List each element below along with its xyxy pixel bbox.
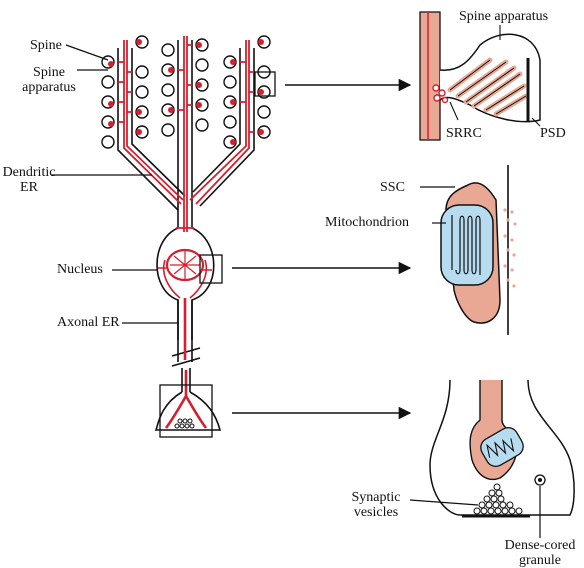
srrc-label: SRRC bbox=[446, 126, 482, 141]
synaptic-vesicles-label: Synaptic vesicles bbox=[345, 490, 407, 520]
nucleus-label: Nucleus bbox=[57, 262, 103, 277]
dense-cored-granule-label: Dense-cored granule bbox=[497, 538, 583, 568]
axonal-er-label: Axonal ER bbox=[57, 315, 120, 330]
ssc-label: SSC bbox=[380, 180, 405, 195]
spine-apparatus-detail-label: Spine apparatus bbox=[459, 9, 548, 24]
spine-apparatus-label: Spine apparatus bbox=[18, 65, 80, 95]
dense-cored-granule-label-line2: granule bbox=[497, 553, 583, 568]
synaptic-vesicles-label-line2: vesicles bbox=[345, 505, 407, 520]
axonal-er bbox=[166, 298, 206, 428]
terminal-vesicles-small bbox=[175, 419, 194, 428]
dendritic-er-label-line1: Dendritic bbox=[0, 165, 58, 180]
mitochondrion-label: Mitochondrion bbox=[325, 215, 409, 230]
psd-label: PSD bbox=[540, 126, 566, 141]
spine-detail bbox=[420, 12, 540, 140]
nucleus bbox=[167, 250, 203, 280]
terminal-detail bbox=[410, 380, 574, 538]
dense-cored-granule-label-line1: Dense-cored bbox=[497, 538, 583, 553]
synaptic-vesicles-label-line1: Synaptic bbox=[345, 490, 407, 505]
dendritic-er-label: Dendritic ER bbox=[0, 165, 58, 195]
dendritic-er-label-line2: ER bbox=[0, 180, 58, 195]
spine-apparatus-label-line2: apparatus bbox=[18, 80, 80, 95]
spine-label: Spine bbox=[30, 38, 62, 53]
ssc-detail bbox=[420, 165, 517, 335]
spine-apparatus-label-line1: Spine bbox=[18, 65, 80, 80]
